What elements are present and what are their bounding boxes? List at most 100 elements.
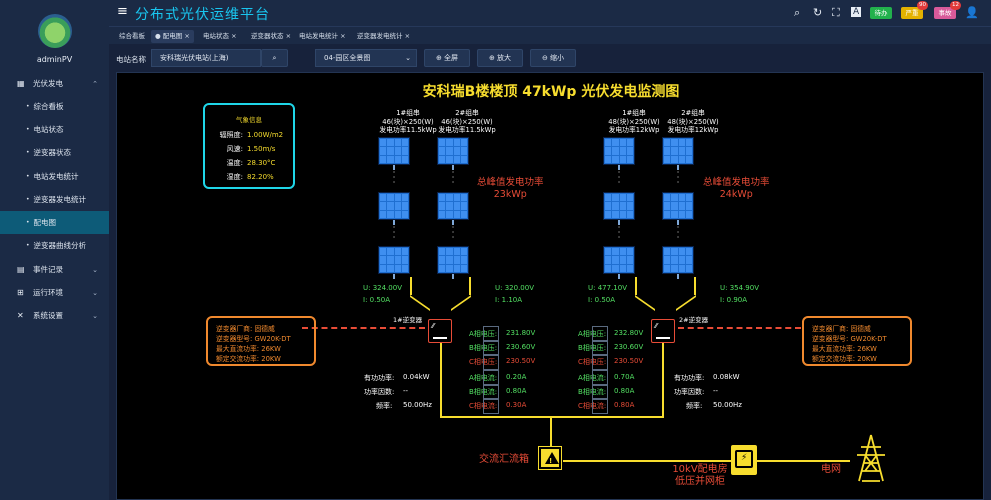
solar-panel bbox=[603, 246, 635, 274]
inverter-1-power-factor: -- bbox=[403, 387, 409, 395]
chevron-down-icon: ⌄ bbox=[92, 265, 98, 274]
tab-inverter-status[interactable]: 逆变器状态 × bbox=[251, 32, 292, 40]
sidebar: adminPV ▦ 光伏发电 ⌃ •综合看板 •电站状态 •逆变器状态 •电站发… bbox=[0, 0, 109, 500]
sidebar-item-dashboard[interactable]: •综合看板 bbox=[26, 102, 64, 111]
weather-temperature: 温度:28.30°C bbox=[226, 159, 276, 167]
distribution-room-icon[interactable]: ⚡ bbox=[731, 445, 757, 475]
area-select[interactable]: 04-园区全景图⌄ bbox=[315, 49, 417, 67]
tab-distribution[interactable]: ● 配电图 × bbox=[151, 30, 194, 43]
station-input[interactable]: 安科瑞光伏电站(上海) bbox=[151, 49, 261, 67]
accident-button[interactable]: 事故 bbox=[934, 7, 956, 19]
solar-panel bbox=[437, 137, 469, 165]
station-label: 电站名称 bbox=[116, 55, 146, 64]
zoom-out-button[interactable]: ⊖ 缩小 bbox=[530, 49, 576, 67]
continuation-dots: ··· bbox=[451, 168, 455, 187]
continuation-dots: ··· bbox=[676, 168, 680, 187]
fullscreen-button[interactable]: ⊕ 全屏 bbox=[424, 49, 470, 67]
solar-panel bbox=[378, 192, 410, 220]
tab-inverter-stats[interactable]: 逆变器发电统计 × bbox=[357, 32, 411, 40]
nav-group-environment[interactable]: ⊞ 运行环境 ⌄ bbox=[17, 288, 98, 297]
inverter-2-label: 2#逆变器 bbox=[679, 316, 709, 324]
nav-group-events[interactable]: ▤ 事件记录 ⌄ bbox=[17, 265, 98, 274]
severe-badge: 90 bbox=[917, 1, 928, 10]
phase-value: 0.80A bbox=[614, 401, 635, 409]
top-bar: ≡ 分布式光伏运维平台 ⌕ ↻ ⛶ A 待办 严重 90 事故 12 👤 bbox=[109, 0, 991, 26]
phase-value: 232.80V bbox=[614, 329, 644, 337]
chevron-up-icon: ⌃ bbox=[92, 79, 98, 88]
weather-humidity: 湿度:82.20% bbox=[226, 173, 274, 181]
chevron-down-icon: ⌄ bbox=[92, 311, 98, 320]
user-icon[interactable]: 👤 bbox=[965, 6, 979, 19]
search-icon[interactable]: ⌕ bbox=[794, 6, 801, 19]
tree-icon: ⊞ bbox=[17, 288, 24, 297]
chevron-down-icon: ⌄ bbox=[92, 288, 98, 297]
sidebar-item-inverter-status[interactable]: •逆变器状态 bbox=[26, 148, 72, 157]
zoom-in-button[interactable]: ⊕ 放大 bbox=[477, 49, 523, 67]
inverter-1-icon[interactable]: ⁄⁄ bbox=[428, 319, 452, 343]
continuation-dots: ··· bbox=[392, 223, 396, 242]
accident-badge: 12 bbox=[950, 1, 961, 10]
ac-combiner-icon[interactable]: ! bbox=[538, 446, 562, 470]
menu-icon[interactable]: ≡ bbox=[117, 4, 128, 19]
filter-bar: 电站名称 安科瑞光伏电站(上海) ⌕ 04-园区全景图⌄ ⊕ 全屏 ⊕ 放大 ⊖… bbox=[109, 44, 991, 72]
tab-station-status[interactable]: 电站状态 × bbox=[203, 32, 237, 40]
font-icon[interactable]: A bbox=[851, 7, 862, 17]
username: adminPV bbox=[36, 55, 73, 64]
inverter-2-info: 逆变器厂商: 固德威 逆变器型号: GW20K-DT 最大直流功率: 26KW … bbox=[802, 316, 912, 366]
app-title: 分布式光伏运维平台 bbox=[135, 7, 270, 23]
weather-wind: 风速:1.50m/s bbox=[226, 145, 276, 153]
grid-icon: ▦ bbox=[17, 79, 25, 88]
solar-panel bbox=[662, 246, 694, 274]
book-icon: ▤ bbox=[17, 265, 25, 274]
inverter-2-icon[interactable]: ⁄⁄ bbox=[651, 319, 675, 343]
ac-combiner-label: 交流汇流箱 bbox=[479, 454, 529, 465]
sidebar-item-station-status[interactable]: •电站状态 bbox=[26, 125, 64, 134]
diagram-title: 安科瑞B楼楼顶 47kWp 光伏发电监测图 bbox=[422, 84, 680, 100]
expand-icon[interactable]: ⛶ bbox=[832, 6, 840, 19]
station-search-button[interactable]: ⌕ bbox=[261, 49, 288, 67]
solar-panel bbox=[603, 137, 635, 165]
sidebar-item-station-stats[interactable]: •电站发电统计 bbox=[26, 172, 79, 181]
continuation-dots: ··· bbox=[392, 168, 396, 187]
inverter-1-active-power: 0.04kW bbox=[403, 373, 430, 381]
inverter-2-power-factor: -- bbox=[713, 387, 719, 395]
phase-value: 0.20A bbox=[506, 373, 527, 381]
solar-panel bbox=[378, 137, 410, 165]
nav-group-pv[interactable]: ▦ 光伏发电 ⌃ bbox=[17, 79, 98, 88]
power-grid-tower-icon[interactable] bbox=[851, 433, 891, 483]
tab-station-stats[interactable]: 电站发电统计 × bbox=[299, 32, 346, 40]
tools-icon: ✕ bbox=[17, 311, 24, 320]
distribution-room-label: 10kV配电房低压并网柜 bbox=[672, 464, 728, 487]
chevron-down-icon: ⌄ bbox=[405, 54, 411, 62]
todo-button[interactable]: 待办 bbox=[870, 7, 892, 19]
solar-panel bbox=[437, 246, 469, 274]
phase-value: 0.70A bbox=[614, 373, 635, 381]
sidebar-item-inverter-curve[interactable]: •逆变器曲线分析 bbox=[26, 241, 87, 250]
inverter-1-label: 1#逆变器 bbox=[393, 316, 423, 324]
weather-irradiance: 辐照度:1.00W/m2 bbox=[219, 131, 284, 139]
severe-button[interactable]: 严重 bbox=[901, 7, 923, 19]
search-icon: ⌕ bbox=[272, 54, 277, 62]
phase-value: 230.60V bbox=[614, 343, 644, 351]
solar-panel bbox=[662, 137, 694, 165]
solar-panel bbox=[437, 192, 469, 220]
solar-panel bbox=[662, 192, 694, 220]
phase-value: 230.60V bbox=[506, 343, 536, 351]
refresh-icon[interactable]: ↻ bbox=[813, 6, 823, 19]
inverter-2-active-power: 0.08kW bbox=[713, 373, 740, 381]
sidebar-item-distribution-diagram[interactable]: •配电图 bbox=[0, 211, 109, 234]
sidebar-item-inverter-stats[interactable]: •逆变器发电统计 bbox=[26, 195, 87, 204]
tab-bar: 综合看板 ● 配电图 × 电站状态 × 逆变器状态 × 电站发电统计 × 逆变器… bbox=[109, 26, 991, 44]
tab-dashboard[interactable]: 综合看板 bbox=[119, 32, 145, 40]
solar-panel bbox=[378, 246, 410, 274]
phase-value: 231.80V bbox=[506, 329, 536, 337]
nav-group-settings[interactable]: ✕ 系统设置 ⌄ bbox=[17, 311, 98, 320]
